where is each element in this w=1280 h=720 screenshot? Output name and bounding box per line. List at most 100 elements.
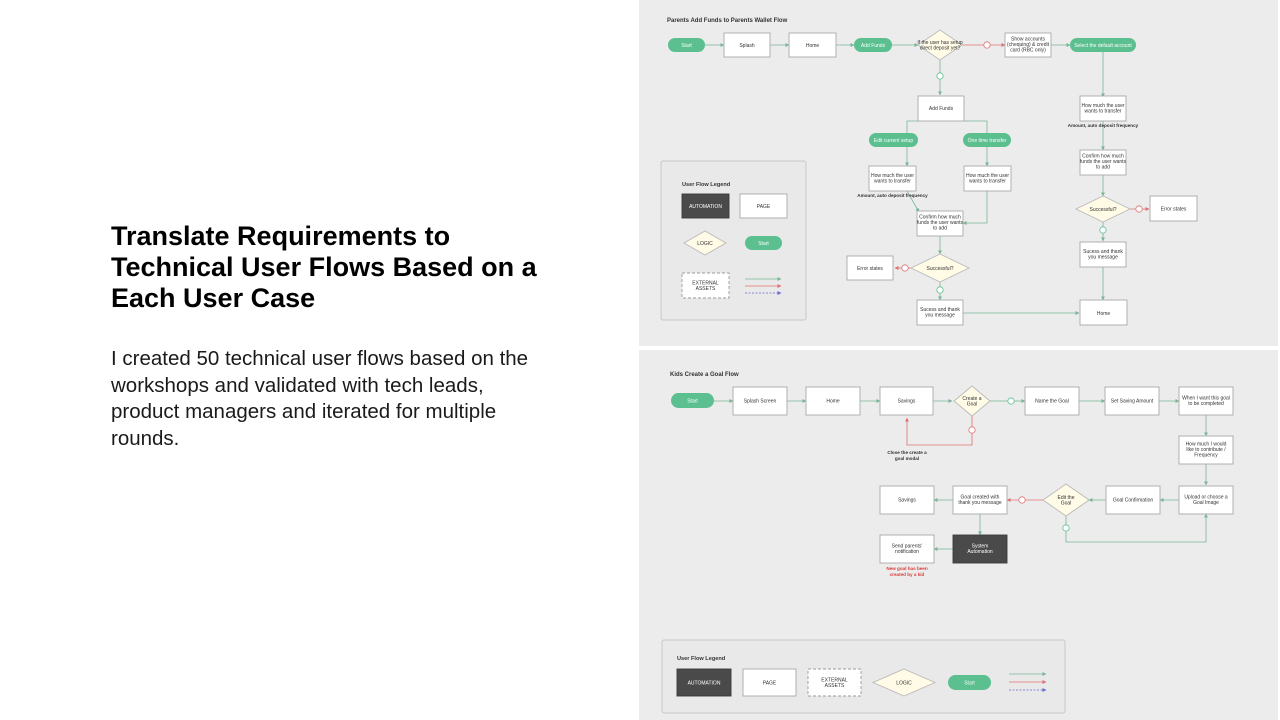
flow1-node-home-end: Home	[1079, 299, 1128, 326]
node-label: notification	[895, 549, 919, 555]
legend-external: EXTERNAL ASSETS	[807, 668, 862, 697]
flow1-node-how-much-left: How much the user wants to transfer	[868, 165, 917, 192]
yes-gate-icon	[936, 286, 944, 294]
flow1-node-successful-right: Successful?	[1074, 195, 1132, 223]
flow1-node-success-right: Sucess and thank you message	[1079, 241, 1127, 268]
node-label: Automation	[967, 549, 993, 555]
legend-automation: AUTOMATION	[676, 668, 732, 697]
node-label: Goal created with	[961, 495, 1000, 501]
node-label: Sucess and thank	[920, 307, 960, 313]
node-label: to add	[1096, 165, 1110, 171]
node-label: Successful?	[1090, 207, 1117, 213]
flow1-node-deposit-decision: If the user has setup direct deposit yet…	[917, 29, 963, 61]
node-label: like to contribute /	[1186, 447, 1226, 453]
node-label: Home	[1097, 311, 1111, 317]
flow2-node-goal-confirmation: Goal Confirmation	[1105, 485, 1161, 515]
node-label: If the user has setup	[917, 40, 963, 46]
node-label: Error states	[857, 266, 883, 272]
legend-logic: LOGIC	[683, 230, 727, 256]
flow2-note-new-goal: created by a kid	[890, 572, 925, 577]
flow-panel-kids-create-goal: Kids Create a Goal Flow Start Splash Scr…	[639, 350, 1278, 720]
legend-label: EXTERNAL	[821, 678, 848, 684]
node-label: How much the user	[966, 173, 1009, 179]
node-label: Start	[681, 43, 692, 49]
legend-label: Start	[758, 241, 769, 247]
node-label: Create a	[962, 396, 981, 402]
flow1-node-splash: Splash	[723, 32, 771, 58]
node-label: One time transfer	[968, 138, 1007, 144]
flow2-connectors	[714, 399, 1208, 551]
node-label: Send parents'	[892, 544, 923, 550]
flow2-title: Kids Create a Goal Flow	[670, 372, 739, 378]
legend-start: Start	[948, 675, 991, 690]
node-label: Goal	[967, 402, 978, 408]
node-label: Frequency	[1194, 453, 1218, 459]
slide-title: Translate Requirements to Technical User…	[111, 221, 537, 313]
node-label: wants to transfer	[1085, 109, 1122, 115]
flow1-node-add-funds-page: Add Funds	[917, 95, 965, 122]
node-label: Savings	[898, 399, 916, 405]
flow2-note-new-goal: New goal has been	[886, 566, 928, 571]
flow2-node-create-goal-decision: Create a Goal	[953, 385, 991, 417]
flow2-node-name-goal: Name the Goal	[1024, 386, 1080, 416]
flow1-connectors	[705, 43, 1150, 315]
flow1-note-frequency: Amount, auto deposit frequency	[857, 193, 928, 198]
node-label: Add Funds	[929, 106, 954, 112]
node-label: Edit current setup	[874, 138, 913, 144]
flow1-node-edit-current: Edit current setup	[869, 133, 918, 147]
yes-gate-icon	[1062, 524, 1070, 532]
node-label: Home	[806, 43, 820, 49]
legend-page: PAGE	[739, 193, 788, 219]
node-label: Goal Confirmation	[1113, 498, 1154, 504]
node-label: card (RBC only)	[1010, 48, 1046, 54]
flow1-node-select-default: Select the default account	[1070, 38, 1136, 52]
no-gate-icon	[983, 41, 991, 49]
flow2-node-set-amount: Set Saving Amount	[1104, 386, 1160, 416]
flow1-legend: User Flow Legend AUTOMATION PAGE LOGIC S…	[660, 160, 807, 321]
node-label: thank you message	[958, 500, 1002, 506]
no-gate-icon	[1018, 496, 1026, 504]
node-label: (chequing) & credit	[1007, 42, 1050, 48]
legend-automation: AUTOMATION	[681, 193, 730, 219]
flow2-node-when-complete: When I want this goal to be completed	[1178, 386, 1234, 416]
flow1-node-confirm-left: Confirm how much funds the user wants to…	[916, 210, 964, 237]
yes-gate-icon	[936, 72, 944, 80]
flow1-node-error-left: Error states	[846, 255, 894, 281]
legend-external: EXTERNAL ASSETS	[681, 272, 730, 299]
flow1-node-start: Start	[668, 38, 705, 52]
legend-page: PAGE	[742, 668, 797, 697]
slide-body: I created 50 technical user flows based …	[111, 347, 529, 450]
node-label: Set Saving Amount	[1111, 399, 1154, 405]
flow2-node-system-automation: System Automation	[952, 534, 1008, 564]
flow1-note-frequency: Amount, auto deposit frequency	[1068, 123, 1139, 128]
node-label: you message	[1088, 255, 1118, 261]
flow2-node-edit-goal-decision: Edit the Goal	[1042, 483, 1090, 517]
legend-title: User Flow Legend	[677, 656, 726, 662]
legend-label: PAGE	[763, 681, 777, 687]
flow1-title: Parents Add Funds to Parents Wallet Flow	[667, 18, 788, 24]
flow2-node-home: Home	[805, 386, 861, 416]
node-label: direct deposit yet?	[920, 46, 961, 52]
node-label: wants to transfer	[874, 179, 911, 185]
node-label: Start	[687, 399, 698, 405]
flow-panel-parents-add-funds: Parents Add Funds to Parents Wallet Flow	[639, 0, 1278, 346]
node-label: to be completed	[1188, 401, 1224, 407]
legend-logic: LOGIC	[871, 668, 937, 697]
node-label: Edit the	[1058, 495, 1075, 501]
node-label: Successful?	[927, 266, 954, 272]
flow2-node-how-much-contribute: How much I would like to contribute / Fr…	[1178, 435, 1234, 465]
node-label: System	[972, 544, 989, 550]
flow2-note-close-modal: Close the create a	[887, 450, 927, 455]
legend-label: PAGE	[757, 204, 771, 210]
legend-label: Start	[964, 681, 975, 687]
flow1-node-error-right: Error states	[1149, 195, 1198, 222]
node-label: Show accounts	[1011, 37, 1045, 43]
legend-title: User Flow Legend	[682, 182, 731, 188]
node-label: wants to transfer	[969, 179, 1006, 185]
flow2-node-splash: Splash Screen	[732, 386, 788, 416]
node-label: Error states	[1161, 207, 1187, 213]
flow2-legend: User Flow Legend AUTOMATION PAGE EXTERNA…	[661, 639, 1066, 714]
flow2-node-upload-image: Upload or choose a Goal Image	[1178, 485, 1234, 515]
flow1-node-show-accounts: Show accounts (chequing) & credit card (…	[1004, 32, 1052, 58]
legend-label: LOGIC	[697, 241, 713, 247]
